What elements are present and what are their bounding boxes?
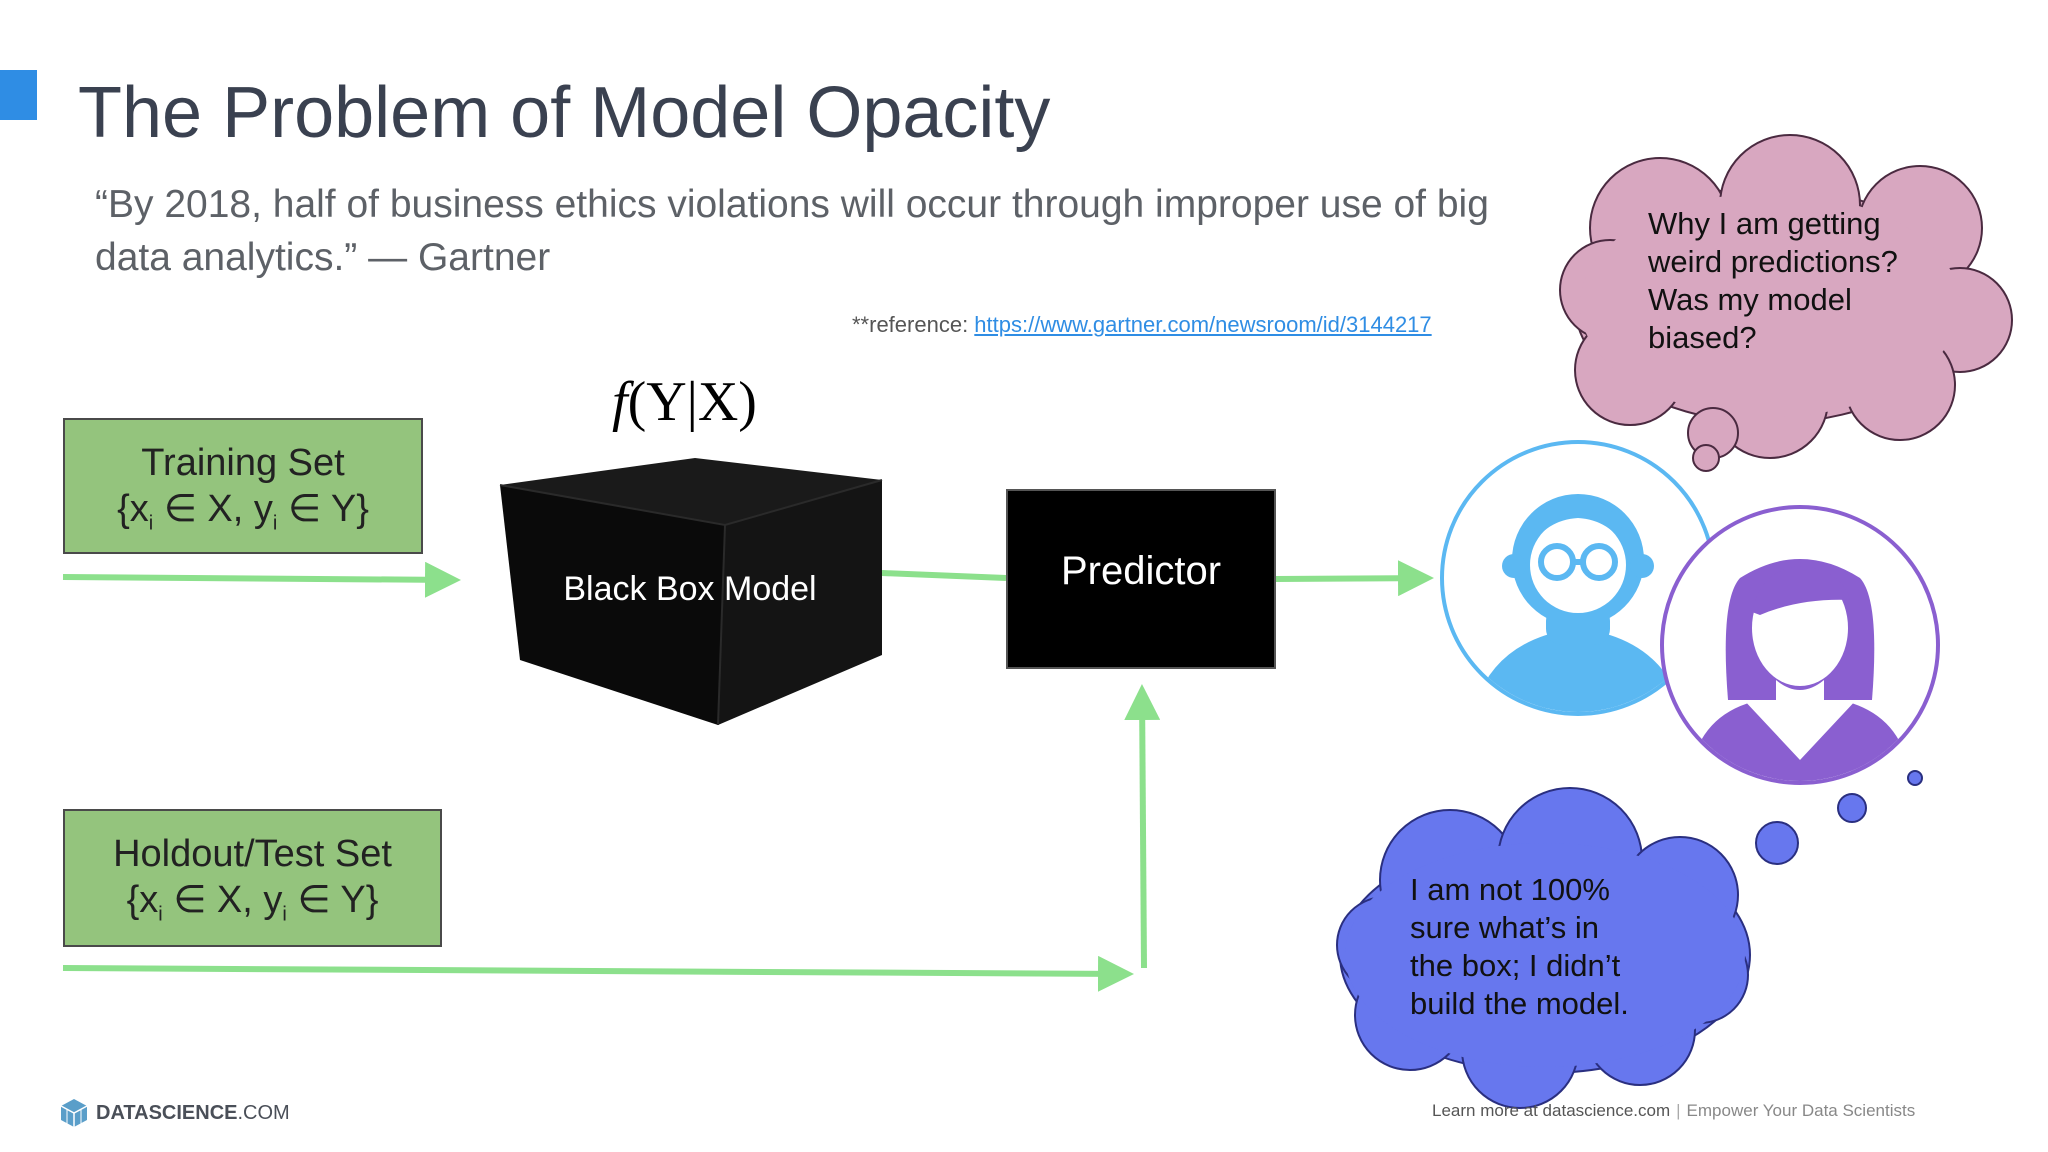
footer-logo[interactable]: DATASCIENCE.COM bbox=[60, 1098, 290, 1128]
holdout-set-notation: {xi ∈ X, yi ∈ Y} bbox=[126, 879, 379, 926]
user-thought-bubble-small bbox=[1692, 444, 1720, 472]
builder-thought-bubble-small bbox=[1907, 770, 1923, 786]
holdout-set-title: Holdout/Test Set bbox=[113, 833, 392, 875]
black-box-cube bbox=[499, 458, 883, 726]
footer-learn-more[interactable]: Learn more at datascience.com bbox=[1432, 1101, 1671, 1120]
builder-thought-bubble-medium bbox=[1837, 793, 1867, 823]
builder-thought-text: I am not 100% sure what’s in the box; I … bbox=[1410, 872, 1629, 1021]
training-arrow bbox=[62, 561, 461, 598]
predictor-to-users-arrow bbox=[1275, 560, 1434, 597]
slide-title: The Problem of Model Opacity bbox=[78, 73, 1051, 153]
training-set-title: Training Set bbox=[141, 442, 345, 484]
man-avatar-icon bbox=[1440, 440, 1716, 716]
training-set-box: Training Set {xi ∈ X, yi ∈ Y} bbox=[63, 418, 423, 554]
holdout-set-box: Holdout/Test Set {xi ∈ X, yi ∈ Y} bbox=[63, 809, 442, 947]
cube-logo-icon bbox=[60, 1099, 88, 1127]
footer-slogan: Empower Your Data Scientists bbox=[1686, 1101, 1916, 1120]
reference-label: **reference: bbox=[852, 312, 975, 337]
predictor-label: Predictor bbox=[1060, 549, 1222, 593]
reference-line: **reference: https://www.gartner.com/new… bbox=[852, 312, 1432, 338]
woman-avatar-icon bbox=[1660, 505, 1940, 785]
holdout-to-predictor-arrow bbox=[1124, 684, 1161, 969]
function-label: f(Y|X) bbox=[612, 371, 757, 433]
box-to-predictor-connector bbox=[881, 570, 1007, 581]
holdout-arrow bbox=[62, 955, 1134, 992]
footer-tagline: Learn more at datascience.com|Empower Yo… bbox=[1432, 1101, 1916, 1120]
predictor-box: Predictor bbox=[1006, 489, 1276, 669]
gartner-quote: “By 2018, half of business ethics violat… bbox=[95, 183, 1489, 279]
reference-link[interactable]: https://www.gartner.com/newsroom/id/3144… bbox=[974, 312, 1432, 337]
black-box-label: Black Box Model bbox=[563, 570, 817, 608]
user-thought-text: Why I am getting weird predictions? Was … bbox=[1648, 206, 1898, 355]
training-set-notation: {xi ∈ X, yi ∈ Y} bbox=[117, 488, 369, 535]
builder-thought-bubble-large bbox=[1755, 821, 1799, 865]
title-accent-bar bbox=[0, 70, 37, 120]
